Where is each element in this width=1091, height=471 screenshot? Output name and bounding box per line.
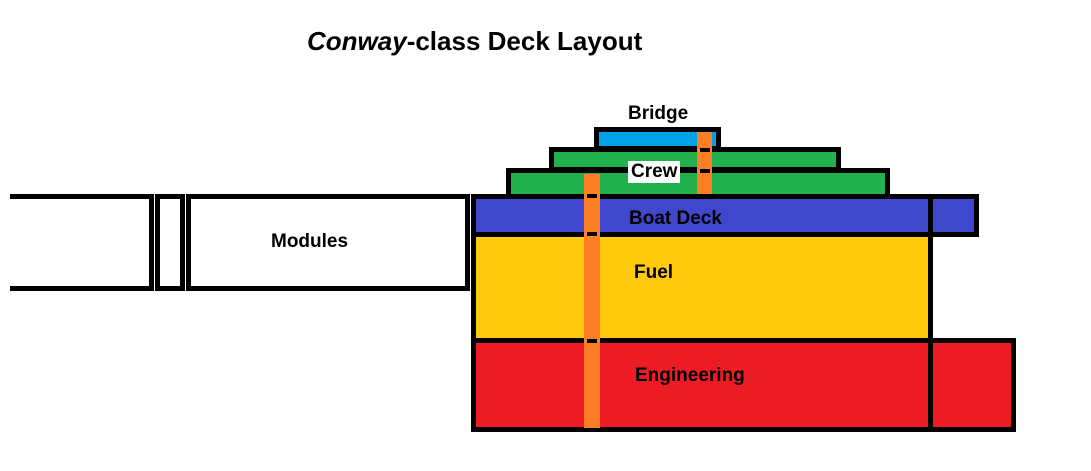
bridge-label: Bridge xyxy=(628,103,689,124)
module-box-main xyxy=(186,194,470,291)
title-class-name: Conway xyxy=(307,26,407,56)
fuel-deck xyxy=(471,232,933,343)
title-rest: -class Deck Layout xyxy=(406,26,643,56)
shaft-hatch xyxy=(700,169,710,173)
shaft-hatch xyxy=(587,194,597,198)
modules-label: Modules xyxy=(271,231,349,252)
shaft-hatch xyxy=(587,339,597,343)
boat-deck xyxy=(471,194,979,237)
access-shaft-bridge xyxy=(697,132,712,194)
diagram-title: Conway-class Deck Layout xyxy=(307,26,642,57)
module-box-small xyxy=(155,194,185,291)
engineering-divider xyxy=(928,338,933,432)
fuel-label: Fuel xyxy=(634,262,674,283)
engineering-label: Engineering xyxy=(635,365,745,386)
module-box-left xyxy=(10,194,154,291)
boat-deck-divider xyxy=(928,194,933,237)
shaft-hatch xyxy=(587,232,597,236)
shaft-hatch xyxy=(700,148,710,152)
crew-label: Crew xyxy=(628,161,681,183)
access-shaft-main xyxy=(584,174,600,428)
boat-deck-label: Boat Deck xyxy=(629,208,722,229)
